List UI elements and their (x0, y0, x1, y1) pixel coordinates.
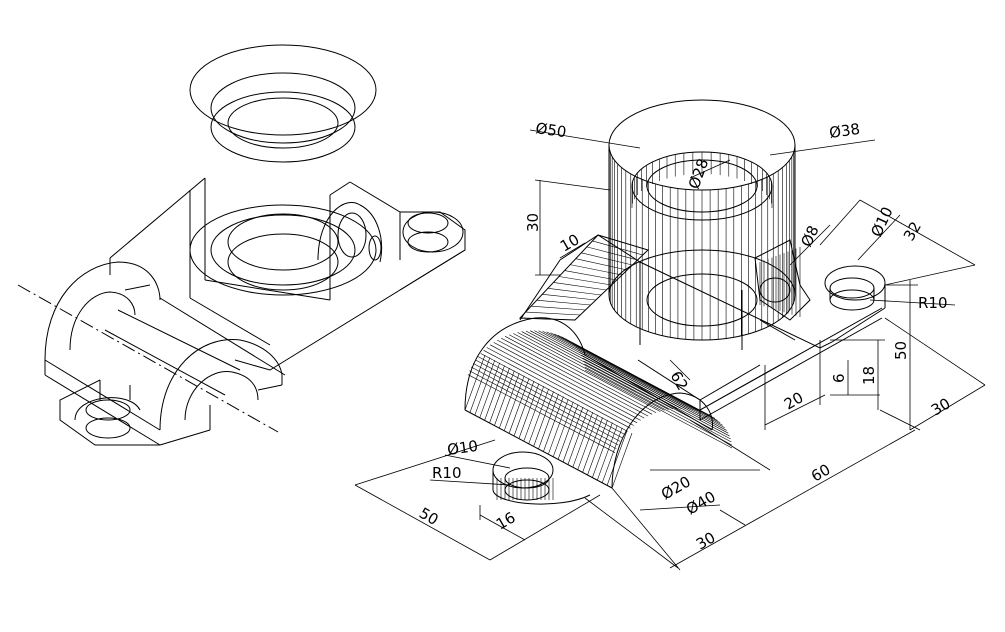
left-base (109, 177, 466, 376)
dim-18: 18 (860, 366, 878, 385)
right-boss (754, 239, 811, 321)
dim-30-bottom: 30 (693, 528, 719, 553)
right-base-plate (519, 234, 886, 421)
dim-phi50: Ø50 (534, 119, 567, 141)
right-lug (824, 265, 886, 311)
dim-phi40: Ø40 (683, 487, 719, 518)
dimension-lines (354, 129, 986, 571)
dim-phi10-left: Ø10 (446, 437, 479, 459)
left-right-boss (317, 202, 464, 263)
right-saddle (464, 317, 733, 489)
right-rib (518, 234, 649, 321)
left-exploded-view (17, 44, 466, 446)
left-lug (59, 379, 160, 446)
dim-20: 20 (781, 388, 807, 413)
left-centerline (17, 284, 279, 433)
dim-6: 6 (830, 373, 848, 383)
dim-phi28: Ø28 (685, 156, 712, 191)
dim-30-right: 30 (928, 394, 954, 419)
dim-phi10-right: Ø10 (867, 204, 896, 240)
dim-32: 32 (900, 218, 925, 244)
dim-60: 60 (808, 460, 834, 485)
right-cylinder (608, 99, 796, 341)
dimension-labels: Ø50 Ø38 Ø28 30 10 Ø8 Ø10 32 R10 50 18 6 … (416, 119, 954, 553)
dim-62: 62 (667, 368, 692, 394)
left-saddle (44, 261, 283, 446)
dim-30-vertical: 30 (524, 213, 542, 232)
left-cylinder-base (189, 204, 377, 296)
dim-50-left: 50 (416, 504, 442, 529)
dim-r10-right: R10 (918, 294, 948, 312)
dim-phi8: Ø8 (797, 223, 822, 250)
dim-16: 16 (493, 508, 519, 533)
dim-50-right: 50 (892, 341, 910, 360)
right-left-lug (492, 451, 591, 505)
dim-10-rib: 10 (557, 230, 583, 255)
right-solid-view: Ø50 Ø38 Ø28 30 10 Ø8 Ø10 32 R10 50 18 6 … (354, 99, 986, 571)
dim-r10-left: R10 (432, 464, 462, 482)
top-ring (189, 44, 377, 163)
dim-phi38: Ø38 (828, 120, 861, 142)
